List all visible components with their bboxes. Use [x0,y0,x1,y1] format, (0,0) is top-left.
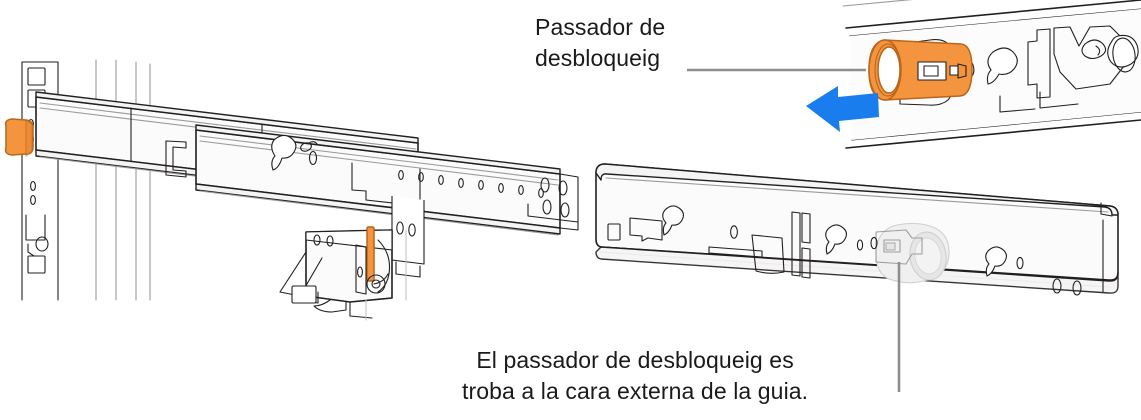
callout-bottom-label: El passador de desbloqueig es troba a la… [462,347,809,404]
release-pin [868,39,973,101]
detached-inner-rail [595,163,1119,296]
callout-top-label: Passador de desbloqueig [535,14,666,71]
center-bracket [279,226,393,319]
rail-front-tab [4,118,34,157]
release-pin-ghost [875,222,950,284]
push-direction-arrow [806,86,879,132]
magnified-inset [842,0,1141,149]
left-rail-assembly [35,91,579,321]
